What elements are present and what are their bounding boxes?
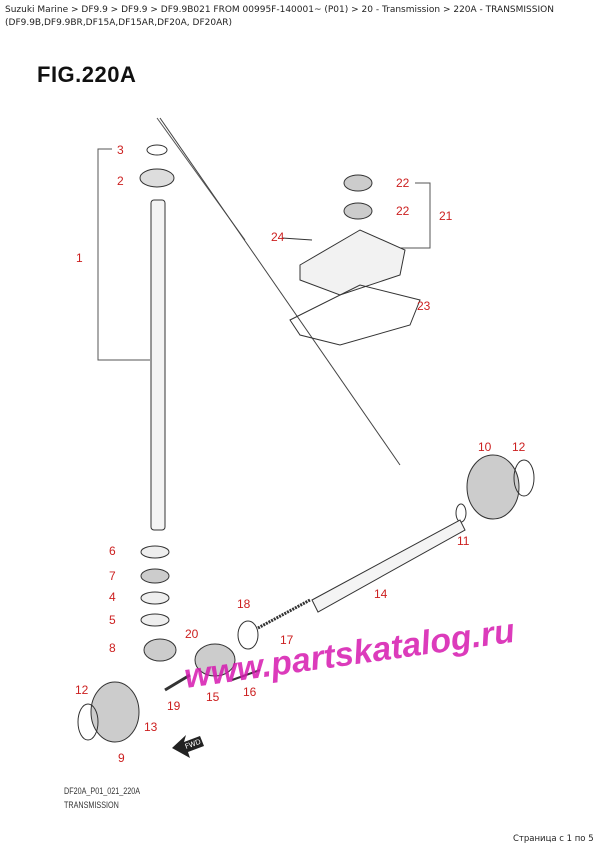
callout-15[interactable]: 15 xyxy=(206,690,220,704)
callout-18[interactable]: 18 xyxy=(237,597,251,611)
drive-shaft xyxy=(150,199,166,531)
gasket xyxy=(289,284,421,346)
bevel-gear-reverse xyxy=(90,681,140,743)
callout-7[interactable]: 7 xyxy=(109,569,116,583)
callout-1[interactable]: 1 xyxy=(76,251,83,265)
callout-22[interactable]: 22 xyxy=(396,176,410,190)
callout-21[interactable]: 21 xyxy=(439,209,453,223)
clutch-dog xyxy=(194,643,236,677)
callout-13[interactable]: 13 xyxy=(144,720,158,734)
callouts: 3 2 1 22 22 21 24 23 10 12 11 14 6 7 4 5… xyxy=(75,143,526,765)
callout-4[interactable]: 4 xyxy=(109,590,116,604)
circlip xyxy=(146,144,168,156)
watermark: www.partskatalog.ru xyxy=(182,612,517,696)
callout-19[interactable]: 19 xyxy=(167,699,181,713)
callout-8[interactable]: 8 xyxy=(109,641,116,655)
bevel-gear-forward xyxy=(466,454,520,520)
oil-seal-housing xyxy=(299,229,406,296)
callout-2[interactable]: 2 xyxy=(117,174,124,188)
callout-11[interactable]: 11 xyxy=(457,534,470,548)
figure-title: FIG.220A xyxy=(37,62,137,87)
callout-5[interactable]: 5 xyxy=(109,613,116,627)
diagram-code: DF20A_P01_021_220A xyxy=(64,786,141,796)
breadcrumb: Suzuki Marine > DF9.9 > DF9.9 > DF9.9B02… xyxy=(5,5,554,28)
callout-16[interactable]: 16 xyxy=(243,685,257,699)
diagram-caption: TRANSMISSION xyxy=(64,800,119,810)
callout-22[interactable]: 22 xyxy=(396,204,410,218)
callout-23[interactable]: 23 xyxy=(417,299,431,313)
callout-9[interactable]: 9 xyxy=(118,751,125,765)
callout-24[interactable]: 24 xyxy=(271,230,285,244)
callout-14[interactable]: 14 xyxy=(374,587,388,601)
callout-12[interactable]: 12 xyxy=(512,440,526,454)
callout-3[interactable]: 3 xyxy=(117,143,124,157)
callout-12[interactable]: 12 xyxy=(75,683,89,697)
pagination: Страница с 1 по 5 xyxy=(513,834,594,844)
callout-17[interactable]: 17 xyxy=(280,633,294,647)
callout-6[interactable]: 6 xyxy=(109,544,116,558)
bearing xyxy=(139,168,175,188)
callout-10[interactable]: 10 xyxy=(478,440,492,454)
callout-20[interactable]: 20 xyxy=(185,627,199,641)
propeller-shaft xyxy=(311,519,466,613)
fwd-arrow-icon: FWD xyxy=(172,735,204,758)
